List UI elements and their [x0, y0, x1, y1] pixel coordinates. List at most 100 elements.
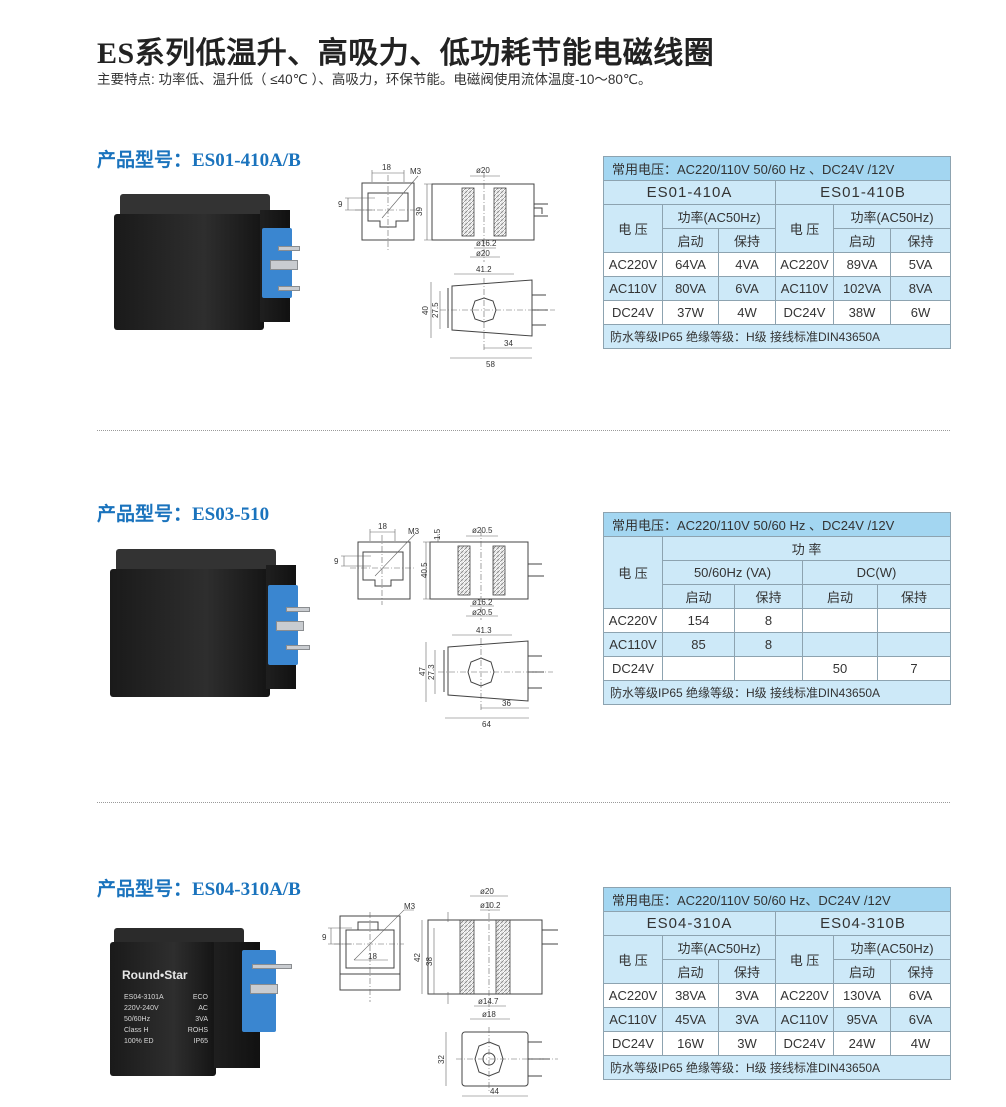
cell: 89VA	[833, 252, 891, 277]
svg-text:M3: M3	[408, 527, 420, 536]
model-b: ES01-410B	[775, 180, 951, 205]
svg-text:42: 42	[413, 953, 422, 962]
cell: AC220V	[775, 252, 834, 277]
cell: DC24V	[775, 300, 834, 325]
cell: DC24V	[603, 300, 663, 325]
cell: DC24V	[603, 656, 663, 681]
cell: DC24V	[775, 1031, 834, 1056]
dc-header: DC(W)	[801, 560, 952, 585]
product-image-es01	[112, 188, 312, 338]
cell: 95VA	[833, 1007, 891, 1032]
svg-text:ø10.2: ø10.2	[480, 901, 501, 910]
svg-text:34: 34	[504, 339, 513, 348]
spec-table-es04: 常用电压：AC220/110V 50/60 Hz、DC24V /12V ES04…	[602, 887, 952, 1080]
cell: 16W	[662, 1031, 719, 1056]
product-image-es03	[108, 545, 318, 705]
cell	[876, 608, 952, 633]
cell: 4VA	[718, 252, 776, 277]
section-heading-es03: 产品型号：ES03-510	[97, 504, 270, 525]
svg-text:44: 44	[490, 1087, 499, 1096]
cell: AC110V	[775, 1007, 834, 1032]
cell: 37W	[662, 300, 719, 325]
cell: 5VA	[890, 252, 951, 277]
ac-header: 50/60Hz (VA)	[662, 560, 803, 585]
svg-text:9: 9	[322, 933, 327, 942]
spec-table-es01: 常用电压：AC220/110V 50/60 Hz 、DC24V /12V ES0…	[603, 156, 951, 349]
voltage-note: 常用电压：AC220/110V 50/60 Hz 、DC24V /12V	[602, 512, 952, 537]
voltage-header: 电 压	[775, 204, 834, 253]
cell: 8	[734, 632, 803, 657]
hold-header: 保持	[718, 228, 776, 253]
page-subtitle: 主要特点: 功率低、温升低（ ≤40℃ ）、高吸力，环保节能。电磁阀使用流体温度…	[97, 72, 652, 87]
svg-text:32: 32	[437, 1055, 446, 1064]
svg-text:27.5: 27.5	[431, 302, 440, 318]
cell: AC220V	[603, 608, 663, 633]
svg-text:27.3: 27.3	[427, 664, 436, 680]
svg-text:ø14.7: ø14.7	[478, 997, 499, 1006]
cell: 4W	[718, 300, 776, 325]
cell: 130VA	[833, 983, 891, 1008]
start-header: 启动	[833, 959, 891, 984]
start-header: 启动	[662, 228, 719, 253]
svg-text:40: 40	[421, 306, 430, 315]
cell: 154	[662, 608, 735, 633]
table-footer: 防水等级IP65 绝缘等级：H级 接线标准DIN43650A	[602, 1055, 952, 1080]
cell: AC110V	[775, 276, 834, 301]
svg-text:58: 58	[486, 360, 495, 369]
cell: 6VA	[889, 1007, 952, 1032]
cell: AC110V	[603, 632, 663, 657]
voltage-header: 电 压	[603, 935, 663, 984]
cell: AC220V	[603, 252, 663, 277]
svg-text:ø20: ø20	[476, 166, 490, 175]
svg-text:ø20.5: ø20.5	[472, 526, 493, 535]
voltage-header: 电 压	[775, 935, 834, 984]
start-header: 启动	[662, 959, 719, 984]
cell: 3W	[718, 1031, 776, 1056]
svg-text:47: 47	[418, 667, 427, 676]
hold-header: 保持	[889, 959, 952, 984]
start-header: 启动	[802, 584, 878, 609]
table-footer: 防水等级IP65 绝缘等级：H级 接线标准DIN43650A	[603, 324, 951, 349]
cell: 6VA	[889, 983, 952, 1008]
table-footer: 防水等级IP65 绝缘等级：H级 接线标准DIN43650A	[602, 680, 952, 705]
svg-text:ø20.5: ø20.5	[472, 608, 493, 617]
start-header: 启动	[833, 228, 891, 253]
cell: 38VA	[662, 983, 719, 1008]
hold-header: 保持	[734, 584, 803, 609]
hold-header: 保持	[718, 959, 776, 984]
power-header: 功率(AC50Hz)	[833, 204, 951, 229]
cell: AC110V	[603, 1007, 663, 1032]
page-title: ES系列低温升、高吸力、低功耗节能电磁线圈	[97, 37, 715, 70]
voltage-header: 电 压	[603, 536, 663, 609]
svg-text:ø20: ø20	[480, 887, 494, 896]
power-header: 功率(AC50Hz)	[832, 935, 952, 960]
hold-header: 保持	[890, 228, 951, 253]
voltage-note: 常用电压：AC220/110V 50/60 Hz、DC24V /12V	[602, 887, 952, 912]
section-heading-es04: 产品型号：ES04-310A/B	[97, 879, 301, 900]
svg-text:ø18: ø18	[482, 1010, 496, 1019]
cell	[876, 632, 952, 657]
model-a: ES01-410A	[603, 180, 776, 205]
svg-text:64: 64	[482, 720, 491, 729]
voltage-note: 常用电压：AC220/110V 50/60 Hz 、DC24V /12V	[603, 156, 951, 181]
cell: 45VA	[662, 1007, 719, 1032]
section-divider	[97, 430, 950, 431]
hold-header: 保持	[876, 584, 952, 609]
cell: 3VA	[718, 1007, 776, 1032]
start-header: 启动	[662, 584, 735, 609]
svg-text:41.3: 41.3	[476, 626, 492, 635]
svg-text:9: 9	[338, 200, 343, 209]
dimension-drawing-es03: 18 M3 9 ø20.5 1.5 40.5 ø16.2 ø20.5 41.3 …	[330, 520, 570, 740]
dimension-drawing-es01: 18 M3 9 ø20 39 ø16.2 ø20 41.2 40 27.5 34…	[330, 160, 570, 380]
section-divider	[97, 802, 950, 803]
svg-text:41.2: 41.2	[476, 265, 492, 274]
model-b: ES04-310B	[774, 911, 952, 936]
cell: 80VA	[662, 276, 719, 301]
